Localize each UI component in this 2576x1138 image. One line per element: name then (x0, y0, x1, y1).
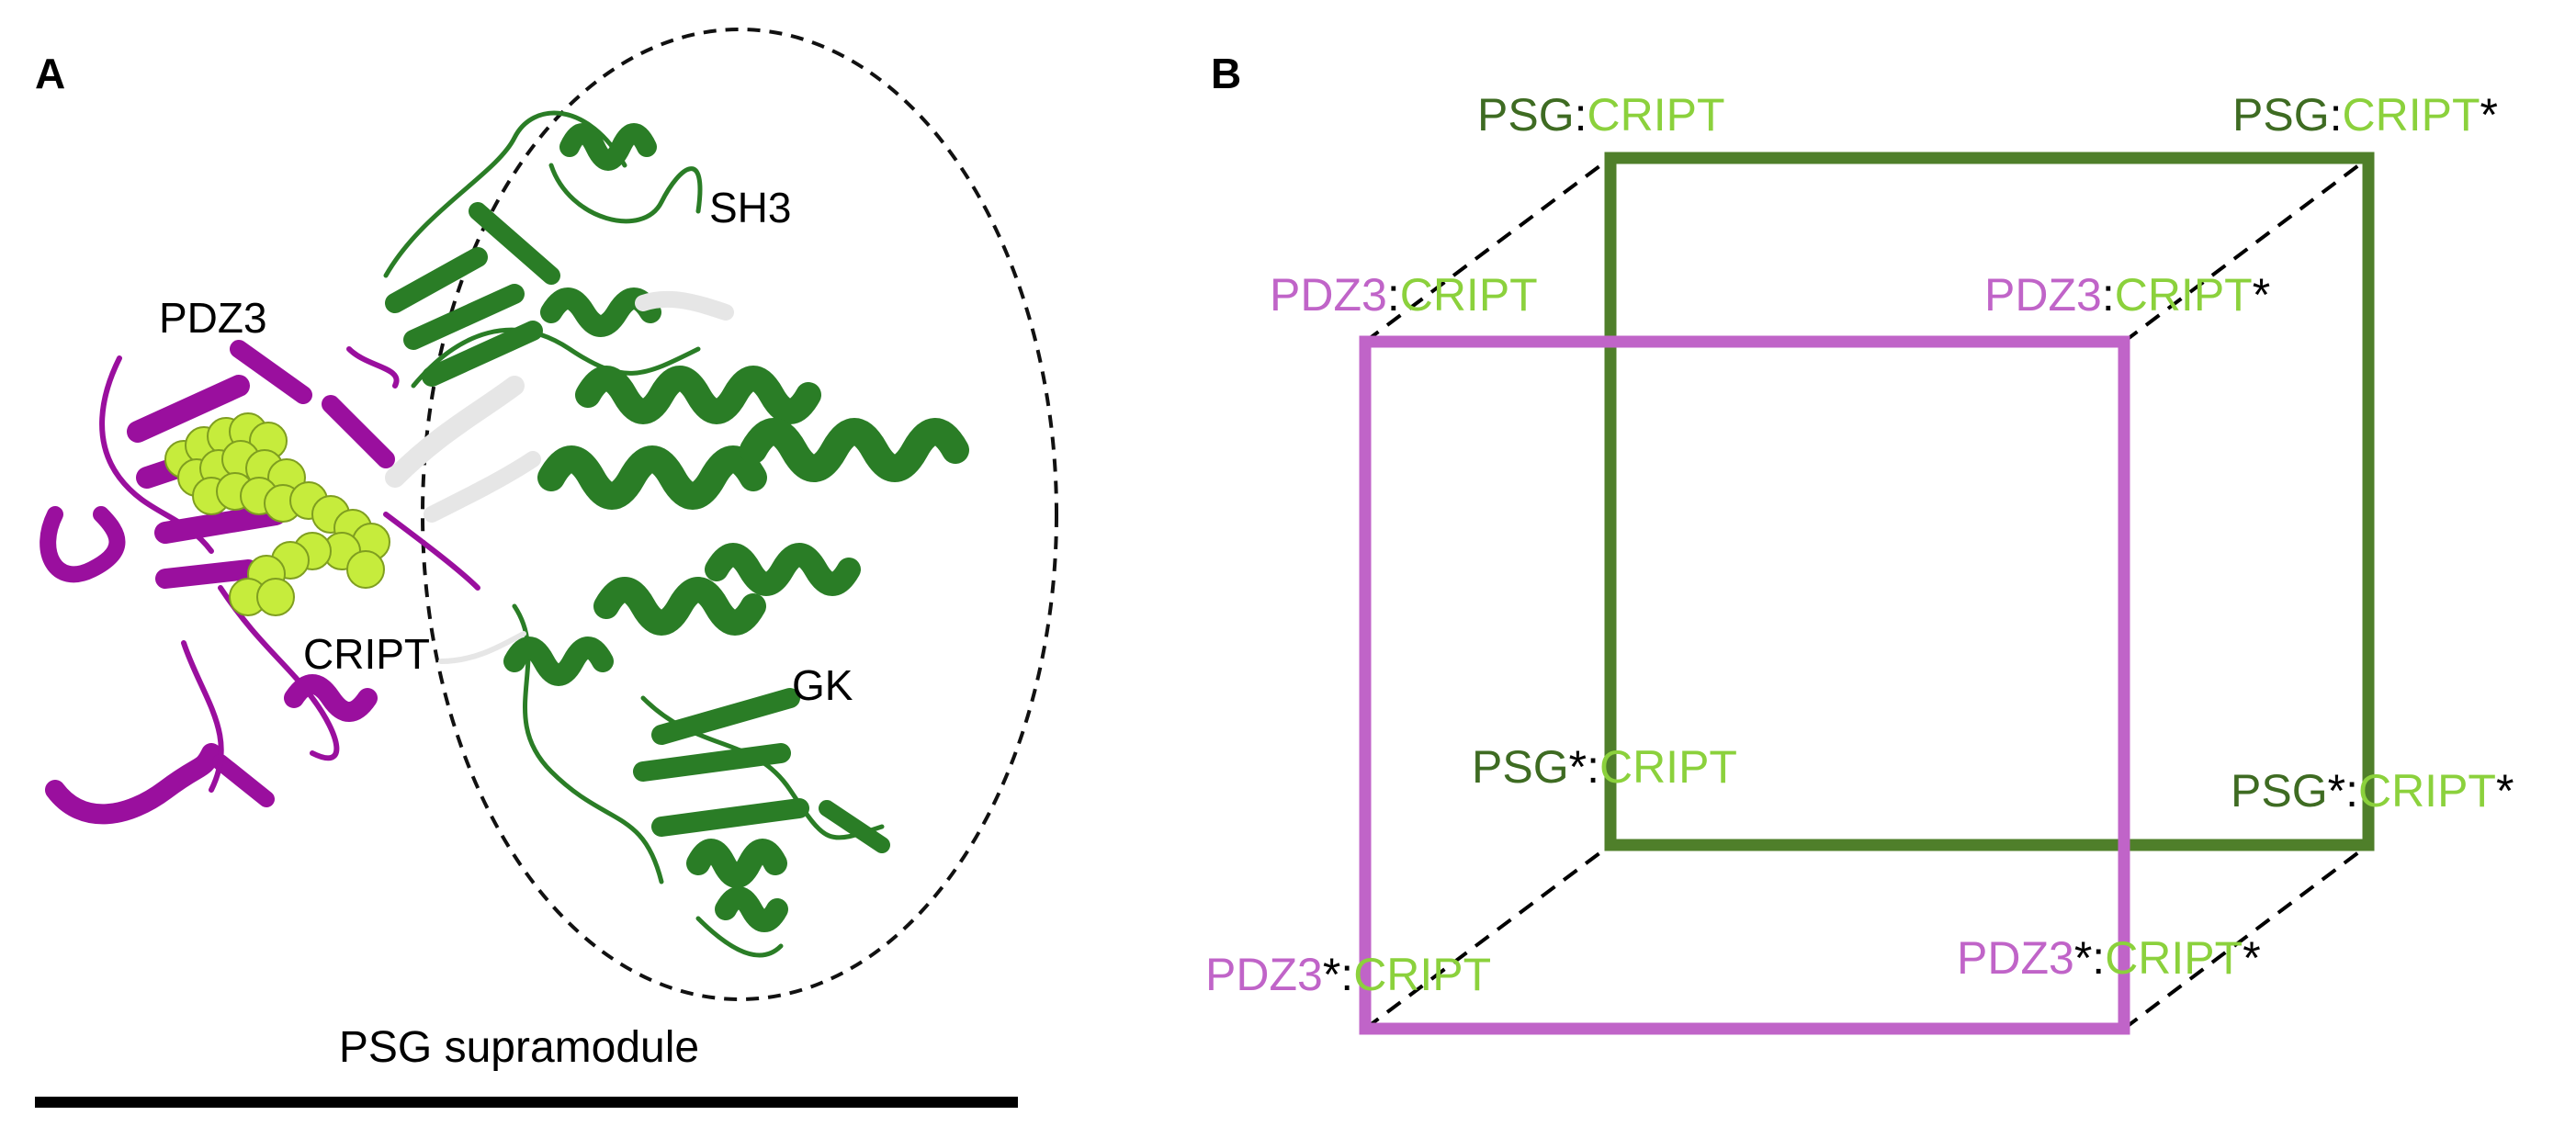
panel-b-label: B (1211, 50, 1241, 97)
pdz3-label: PDZ3 (159, 294, 267, 342)
corner-label-pdz3-cript-star: PDZ3:CRIPT* (1984, 269, 2270, 321)
cube-connectors (1363, 156, 2370, 1031)
connector-top-right (2122, 156, 2370, 344)
pdz3-ribbon-structure (40, 340, 480, 825)
connector-bottom-right (2122, 843, 2370, 1031)
panel-a: A (35, 28, 1058, 1108)
corner-label-pdz3-star-cript: PDZ3*:CRIPT (1205, 949, 1491, 1000)
corner-label-pdz3-star-cript-star: PDZ3*:CRIPT* (1957, 932, 2261, 984)
linker-ribbon (385, 290, 734, 664)
corner-label-psg-star-cript-star: PSG*:CRIPT* (2231, 765, 2514, 817)
pdz3-square (1359, 335, 2130, 1035)
corner-label-psg-cript-star: PSG:CRIPT* (2232, 89, 2498, 141)
connector-top-left (1363, 156, 1612, 344)
corner-label-pdz3-cript: PDZ3:CRIPT (1270, 269, 1538, 321)
psg-square (1604, 152, 2375, 851)
sh3-label: SH3 (709, 184, 791, 231)
panel-a-label: A (35, 50, 65, 97)
corner-label-psg-cript: PSG:CRIPT (1477, 89, 1725, 141)
caption: PSG supramodule (339, 1023, 699, 1072)
cript-spheres (164, 412, 390, 616)
cript-label: CRIPT (303, 630, 430, 678)
corner-label-psg-star-cript: PSG*:CRIPT (1472, 741, 1737, 793)
sh3-gk-ribbon-structure (383, 110, 969, 958)
sh3-gk-outline (421, 28, 1058, 1001)
panel-b: B PSG:CRIPT PSG:CRIPT* PDZ3:CRIPT PDZ3:C… (1205, 50, 2514, 1035)
gk-label: GK (792, 661, 853, 709)
connector-bottom-left (1363, 843, 1612, 1031)
